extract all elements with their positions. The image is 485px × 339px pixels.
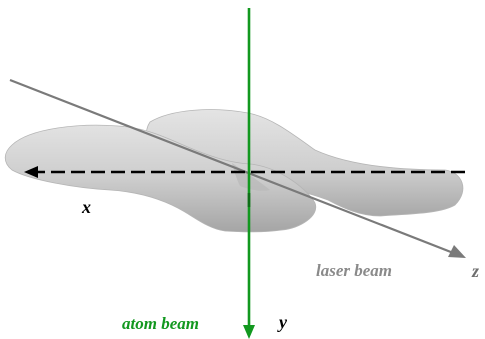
- z-axis-arrowhead: [448, 245, 466, 258]
- x-axis-label: x: [81, 197, 91, 217]
- y-axis-arrowhead: [243, 325, 255, 339]
- z-axis-line: [9, 78, 457, 256]
- y-axis-label: y: [277, 312, 288, 332]
- x-axis-arrowhead: [24, 166, 38, 178]
- laser-beam-label: laser beam: [316, 261, 392, 280]
- atom-beam-label: atom beam: [122, 314, 199, 333]
- z-axis-label: z: [471, 261, 479, 281]
- laser-beam-lobe-front: [4, 124, 317, 233]
